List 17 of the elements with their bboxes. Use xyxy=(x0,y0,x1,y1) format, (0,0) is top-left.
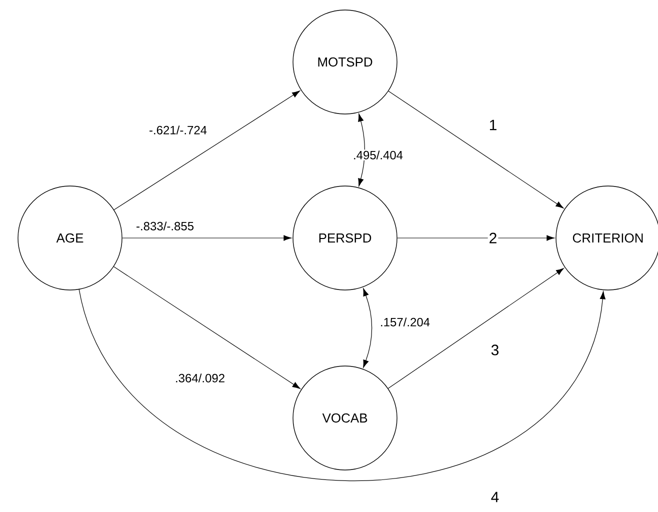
edge-label: 1 xyxy=(488,118,498,132)
arrow xyxy=(114,90,300,210)
edge-label: .157/.204 xyxy=(378,316,432,328)
edge-label: .364/.092 xyxy=(174,372,226,384)
edge-label: .495/.404 xyxy=(352,150,404,160)
arrow xyxy=(397,235,555,241)
arrow xyxy=(388,268,564,389)
edge-label: -.621/-.724 xyxy=(148,124,208,136)
arrow xyxy=(122,235,292,241)
edge-label: 2 xyxy=(488,232,498,244)
arrow xyxy=(358,114,366,186)
arrow xyxy=(114,266,300,389)
edge-label: -.833/-.855 xyxy=(134,220,196,232)
arrow xyxy=(388,90,564,208)
edge-label: 3 xyxy=(490,344,500,356)
arrow xyxy=(363,288,372,368)
edge-label: 4 xyxy=(490,490,500,504)
